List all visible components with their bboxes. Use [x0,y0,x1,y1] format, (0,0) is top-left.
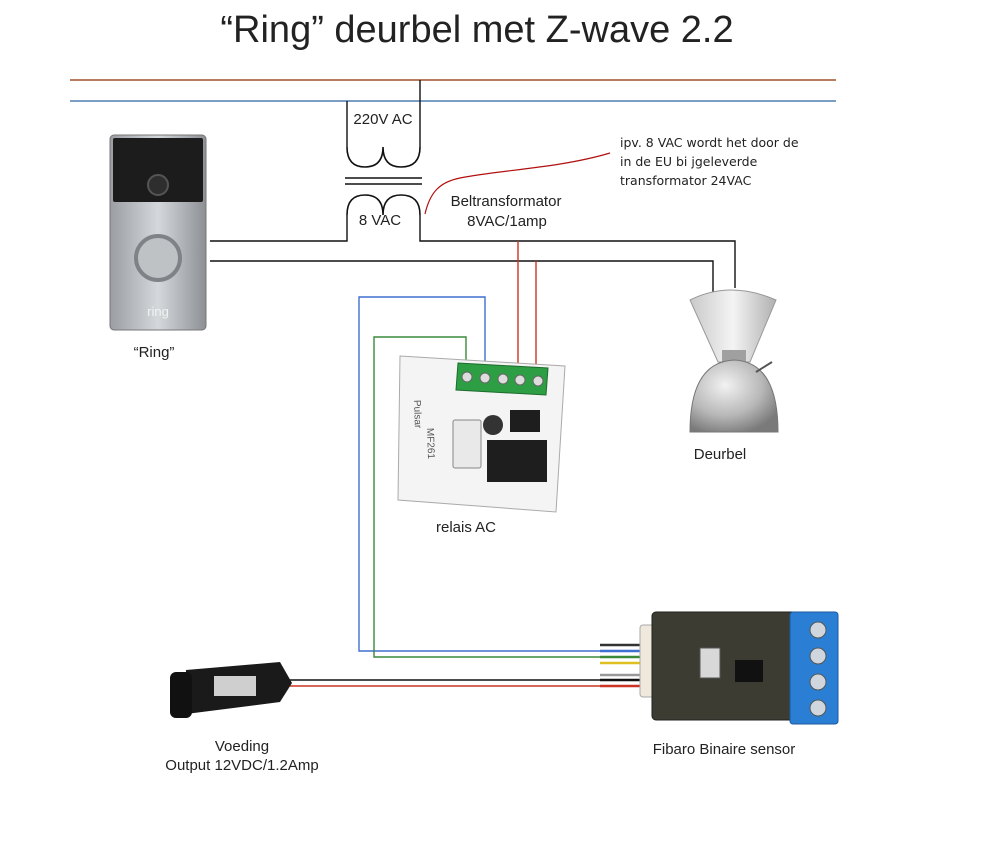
blue-signal-wire [358,296,600,652]
bell-dome [689,359,779,433]
annotation-line-1: ipv. 8 VAC wordt het door de [620,135,799,150]
relais-label: relais AC [436,519,496,536]
relay-small-block [510,410,540,432]
fibaro-pcb [651,611,803,721]
relay-brand-label: Pulsar [411,400,423,429]
psu-plug [170,672,192,718]
annotation-note: ipv. 8 VAC wordt het door de in de EU bi… [424,135,799,215]
wire-ring-to-bell [210,260,714,292]
transformer-primary-label: 220V AC [353,111,412,128]
beltransformator-name: Beltransformator [451,193,562,210]
fibaro-chip [735,660,763,682]
fibaro-terminal-block [789,611,839,725]
bell-striker [755,361,773,373]
green-signal-wire [373,336,600,658]
fibaro-screw-icon [809,673,827,691]
terminal-screw-icon [514,374,526,386]
ring-logo: ring [147,304,169,319]
relay-capacitor [483,415,503,435]
ring-label: “Ring” [134,344,175,361]
black-wires [210,215,736,292]
fibaro-label: Fibaro Binaire sensor [653,741,796,758]
bell-top [689,289,777,363]
fibaro-screw-icon [809,699,827,717]
power-supply-voeding: Voeding Output 12VDC/1.2Amp [165,662,319,774]
annotation-arrow [424,152,611,215]
diagram-title: “Ring” deurbel met Z-wave 2.2 [220,9,733,51]
transformer-secondary-label: 8 VAC [359,212,401,229]
relay-model-label: MF261 [424,428,436,460]
voeding-output-label: Output 12VDC/1.2Amp [165,757,318,774]
ring-doorbell: ring “Ring” [109,134,207,361]
ring-button-icon [134,234,182,282]
fibaro-screw-icon [809,647,827,665]
beltransformator-spec: 8VAC/1amp [467,213,547,230]
deurbel-label: Deurbel [694,446,747,463]
secondary-coil [346,194,421,216]
fibaro-switch [699,647,721,679]
primary-coil [346,146,421,168]
annotation-line-2: in de EU bi jgeleverde [620,154,758,169]
bell-transformer: 220V AC 8 VAC Beltransformator 8VAC/1amp [345,111,561,230]
fibaro-screw-icon [809,621,827,639]
annotation-line-3: transformator 24VAC [620,173,752,188]
voeding-label: Voeding [215,738,269,755]
relay-fuse [452,419,482,469]
terminal-screw-icon [479,372,491,384]
fibaro-binary-sensor: Fibaro Binaire sensor [600,611,839,758]
deurbel-bell: Deurbel [689,289,779,463]
ring-camera-icon [147,174,169,196]
ring-camera-panel [113,138,203,202]
terminal-screw-icon [461,371,473,383]
relay-ac: Pulsar MF261 relais AC [397,355,566,536]
terminal-screw-icon [532,375,544,387]
psu-sticker [214,676,256,696]
relay-component [487,440,547,482]
red-wires [517,241,537,372]
wire-transformer-to-bell [419,215,736,288]
wire-ring-to-transformer [210,215,348,242]
terminal-screw-icon [497,373,509,385]
